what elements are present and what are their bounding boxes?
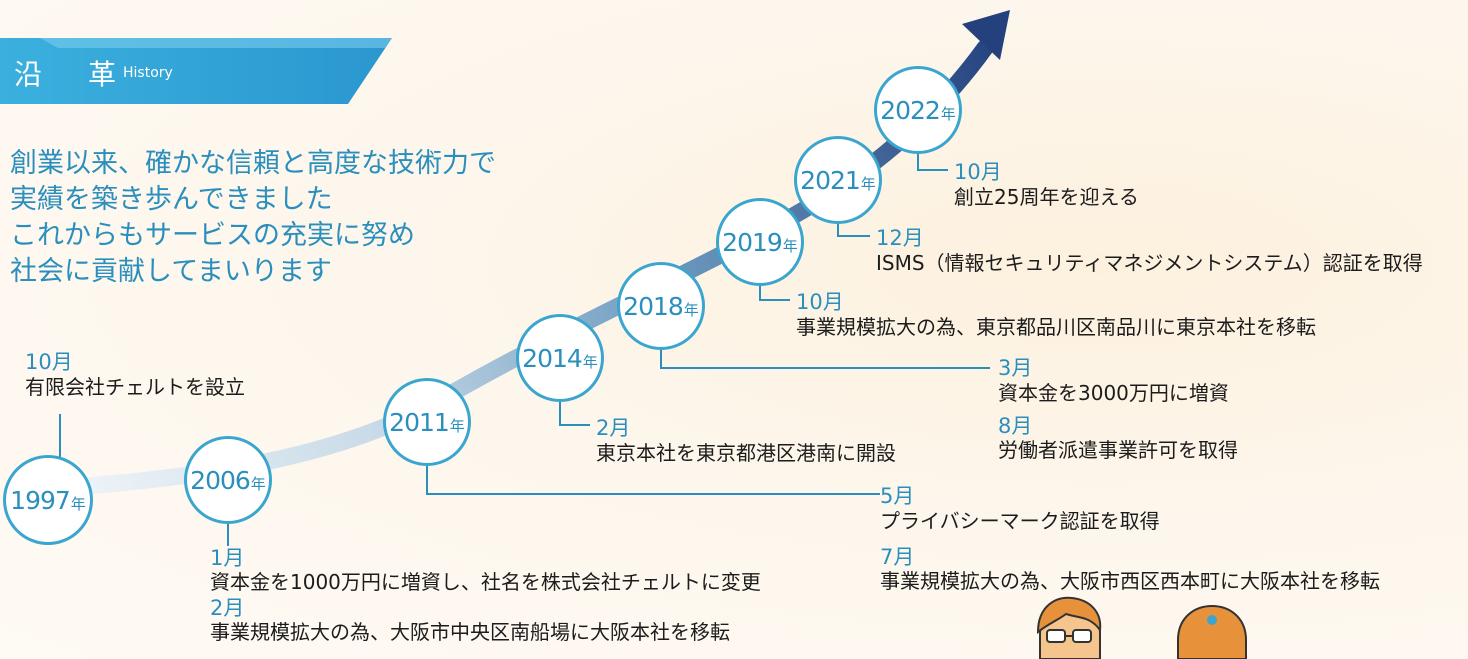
year-label-1997: 1997: [10, 485, 71, 515]
event-2011-month-1: 5月: [880, 484, 915, 508]
year-label-2011: 2011: [389, 407, 450, 437]
year-suffix-2014: 年: [582, 352, 598, 371]
event-2021-text: ISMS（情報セキュリティマネジメントシステム）認証を取得: [876, 251, 1423, 275]
intro-line-4: 社会に貢献してまいります: [10, 256, 332, 287]
year-suffix-2018: 年: [683, 300, 699, 319]
event-1997-text: 有限会社チェルトを設立: [25, 375, 245, 399]
year-suffix-2011: 年: [449, 416, 465, 435]
year-suffix-2021: 年: [860, 174, 876, 193]
event-2019-month: 10月: [796, 290, 844, 314]
event-2014-month: 2月: [596, 416, 631, 440]
event-1997-month: 10月: [25, 350, 73, 374]
event-2006-text-2: 事業規模拡大の為、大阪市中央区南船場に大阪本社を移転: [210, 620, 730, 644]
event-2018-month-1: 3月: [998, 356, 1033, 380]
connector-2014: [559, 396, 590, 426]
history-title-char1: 沿: [14, 58, 43, 91]
event-2011-text-1: プライバシーマーク認証を取得: [880, 509, 1160, 533]
year-label-2019: 2019: [722, 227, 783, 257]
history-title: 沿 革 History: [0, 36, 360, 106]
history-title-english: History: [123, 65, 173, 81]
intro-line-1: 創業以来、確かな信頼と高度な技術力で: [10, 148, 496, 179]
event-2014-text: 東京本社を東京都港区港南に開設: [596, 441, 896, 465]
event-2022-text: 創立25周年を迎える: [954, 185, 1139, 209]
event-2006-month-2: 2月: [210, 596, 245, 620]
year-suffix-2006: 年: [250, 474, 266, 493]
arrow-head-icon: [962, 10, 1010, 60]
year-label-2021: 2021: [800, 165, 861, 195]
person-hair-icon: [1177, 604, 1247, 659]
event-2022-month: 10月: [954, 160, 1002, 184]
event-2018-text-2: 労働者派遣事業許可を取得: [998, 438, 1238, 462]
people-illustration: [1036, 596, 1247, 659]
intro-text: 創業以来、確かな信頼と高度な技術力で 実績を築き歩んできました これからもサービ…: [10, 146, 496, 290]
year-label-2006: 2006: [190, 465, 251, 495]
event-2006-text-1: 資本金を1000万円に増資し、社名を株式会社チェルトに変更: [210, 570, 761, 594]
event-2019-text: 事業規模拡大の為、東京都品川区南品川に東京本社を移転: [796, 315, 1316, 339]
event-2006-month-1: 1月: [210, 546, 245, 570]
event-2021-month: 12月: [876, 226, 924, 250]
event-2018-text-1: 資本金を3000万円に増資: [998, 381, 1229, 405]
person-glasses-icon: [1036, 596, 1102, 659]
year-suffix-2019: 年: [782, 236, 798, 255]
year-suffix-2022: 年: [940, 104, 956, 123]
year-label-2014: 2014: [522, 343, 583, 373]
connector-2018: [660, 346, 990, 369]
intro-line-2: 実績を築き歩んできました: [10, 184, 333, 215]
history-title-char2: 革: [88, 58, 117, 91]
year-label-2018: 2018: [623, 291, 684, 321]
connector-2011: [426, 462, 880, 495]
year-suffix-1997: 年: [70, 494, 86, 513]
history-banner: [0, 38, 392, 104]
event-2011-month-2: 7月: [880, 545, 915, 569]
event-2018-month-2: 8月: [998, 414, 1033, 438]
event-2011-text-2: 事業規模拡大の為、大阪市西区西本町に大阪本社を移転: [880, 569, 1380, 593]
year-label-2022: 2022: [880, 95, 941, 125]
intro-line-3: これからもサービスの充実に努め: [10, 220, 415, 251]
